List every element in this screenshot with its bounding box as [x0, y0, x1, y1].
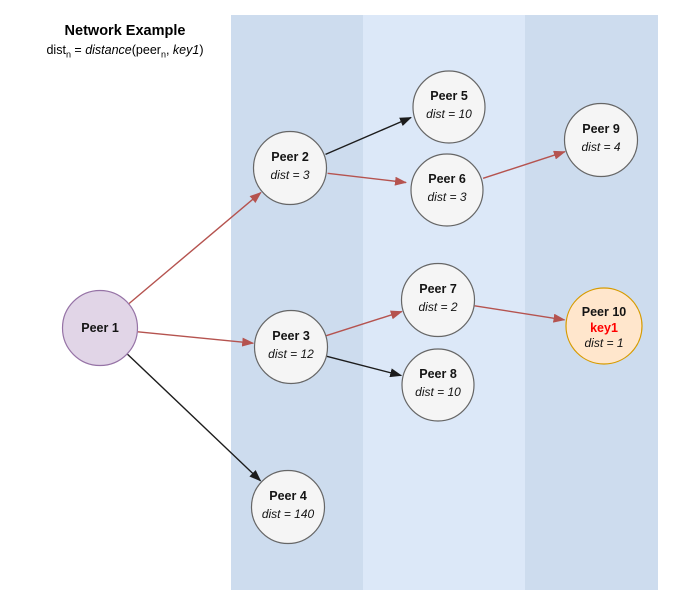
peer-4-circle: [250, 469, 326, 545]
edge-peer2-peer5-arrow: [325, 116, 412, 156]
node-peer-6: Peer 6 dist = 3: [410, 153, 484, 227]
distance-formula: distn = distance(peern, key1): [25, 42, 225, 60]
peer-1-label: Peer 1: [81, 321, 119, 335]
formula-arg2: key1: [172, 43, 200, 57]
peer-2-dist: dist = 3: [270, 168, 309, 182]
edge-peer1-peer2-arrow: [128, 191, 262, 305]
formula-lhs-subscript: n: [65, 49, 71, 60]
peer-7-dist: dist = 2: [418, 300, 457, 314]
peer-2-label: Peer 2: [271, 150, 309, 164]
node-peer-4: Peer 4 dist = 140: [250, 469, 326, 545]
peer-4-dist: dist = 140: [262, 507, 315, 521]
node-peer-7: Peer 7 dist = 2: [400, 262, 476, 338]
peer-10-label: Peer 10: [582, 305, 627, 319]
peer-9-dist: dist = 4: [581, 140, 620, 154]
peer-10-key-badge: key1: [590, 321, 618, 335]
formula-function-name: distance: [85, 43, 132, 57]
formula-lhs: dist: [46, 43, 66, 57]
edge-peer1-peer4-arrow: [127, 353, 262, 482]
peer-9-circle: [563, 102, 639, 178]
title-block: Network Example distn = distance(peern, …: [25, 22, 225, 60]
edge-peer3-peer8-arrow: [326, 355, 403, 378]
edges: [127, 116, 566, 482]
node-peer-3: Peer 3 dist = 12: [253, 309, 329, 385]
peer-9-label: Peer 9: [582, 122, 620, 136]
peer-6-label: Peer 6: [428, 172, 466, 186]
edge-peer3-peer7-arrow: [325, 310, 403, 337]
peer-6-circle: [410, 153, 484, 227]
node-peer-8: Peer 8 dist = 10: [401, 348, 475, 422]
edge-peer6-peer9-arrow: [482, 150, 566, 179]
formula-arg1: (peer: [131, 43, 161, 57]
peer-8-label: Peer 8: [419, 367, 457, 381]
formula-equals: =: [70, 43, 86, 57]
peer-7-label: Peer 7: [419, 282, 457, 296]
peer-10-circle: [565, 287, 643, 365]
node-peer-9: Peer 9 dist = 4: [563, 102, 639, 178]
diagram-title: Network Example: [64, 23, 186, 39]
peer-8-dist: dist = 10: [415, 385, 461, 399]
peer-1-circle: [61, 289, 139, 367]
peer-10-dist: dist = 1: [584, 336, 623, 350]
node-peer-2: Peer 2 dist = 3: [252, 130, 328, 206]
peer-6-dist: dist = 3: [427, 190, 466, 204]
peer-5-label: Peer 5: [430, 89, 468, 103]
nodes: Peer 1 Peer 2 dist = 3 Peer 3 dist = 12 …: [61, 70, 643, 545]
node-peer-10: Peer 10 key1 dist = 1: [565, 287, 643, 365]
edge-peer7-peer10-arrow: [474, 305, 566, 323]
formula-arg1-subscript: n: [160, 49, 166, 60]
peer-7-circle: [400, 262, 476, 338]
formula-close-paren: ): [199, 43, 204, 57]
peer-8-circle: [401, 348, 475, 422]
peer-2-circle: [252, 130, 328, 206]
edge-peer1-peer3-arrow: [137, 331, 255, 347]
node-peer-5: Peer 5 dist = 10: [412, 70, 486, 144]
peer-3-label: Peer 3: [272, 329, 310, 343]
formula-comma: ,: [165, 43, 173, 57]
peer-5-circle: [412, 70, 486, 144]
peer-4-label: Peer 4: [269, 489, 307, 503]
node-peer-1: Peer 1: [61, 289, 139, 367]
peer-5-dist: dist = 10: [426, 107, 472, 121]
edge-peer2-peer6-arrow: [327, 172, 407, 186]
peer-3-dist: dist = 12: [268, 347, 314, 361]
peer-3-circle: [253, 309, 329, 385]
